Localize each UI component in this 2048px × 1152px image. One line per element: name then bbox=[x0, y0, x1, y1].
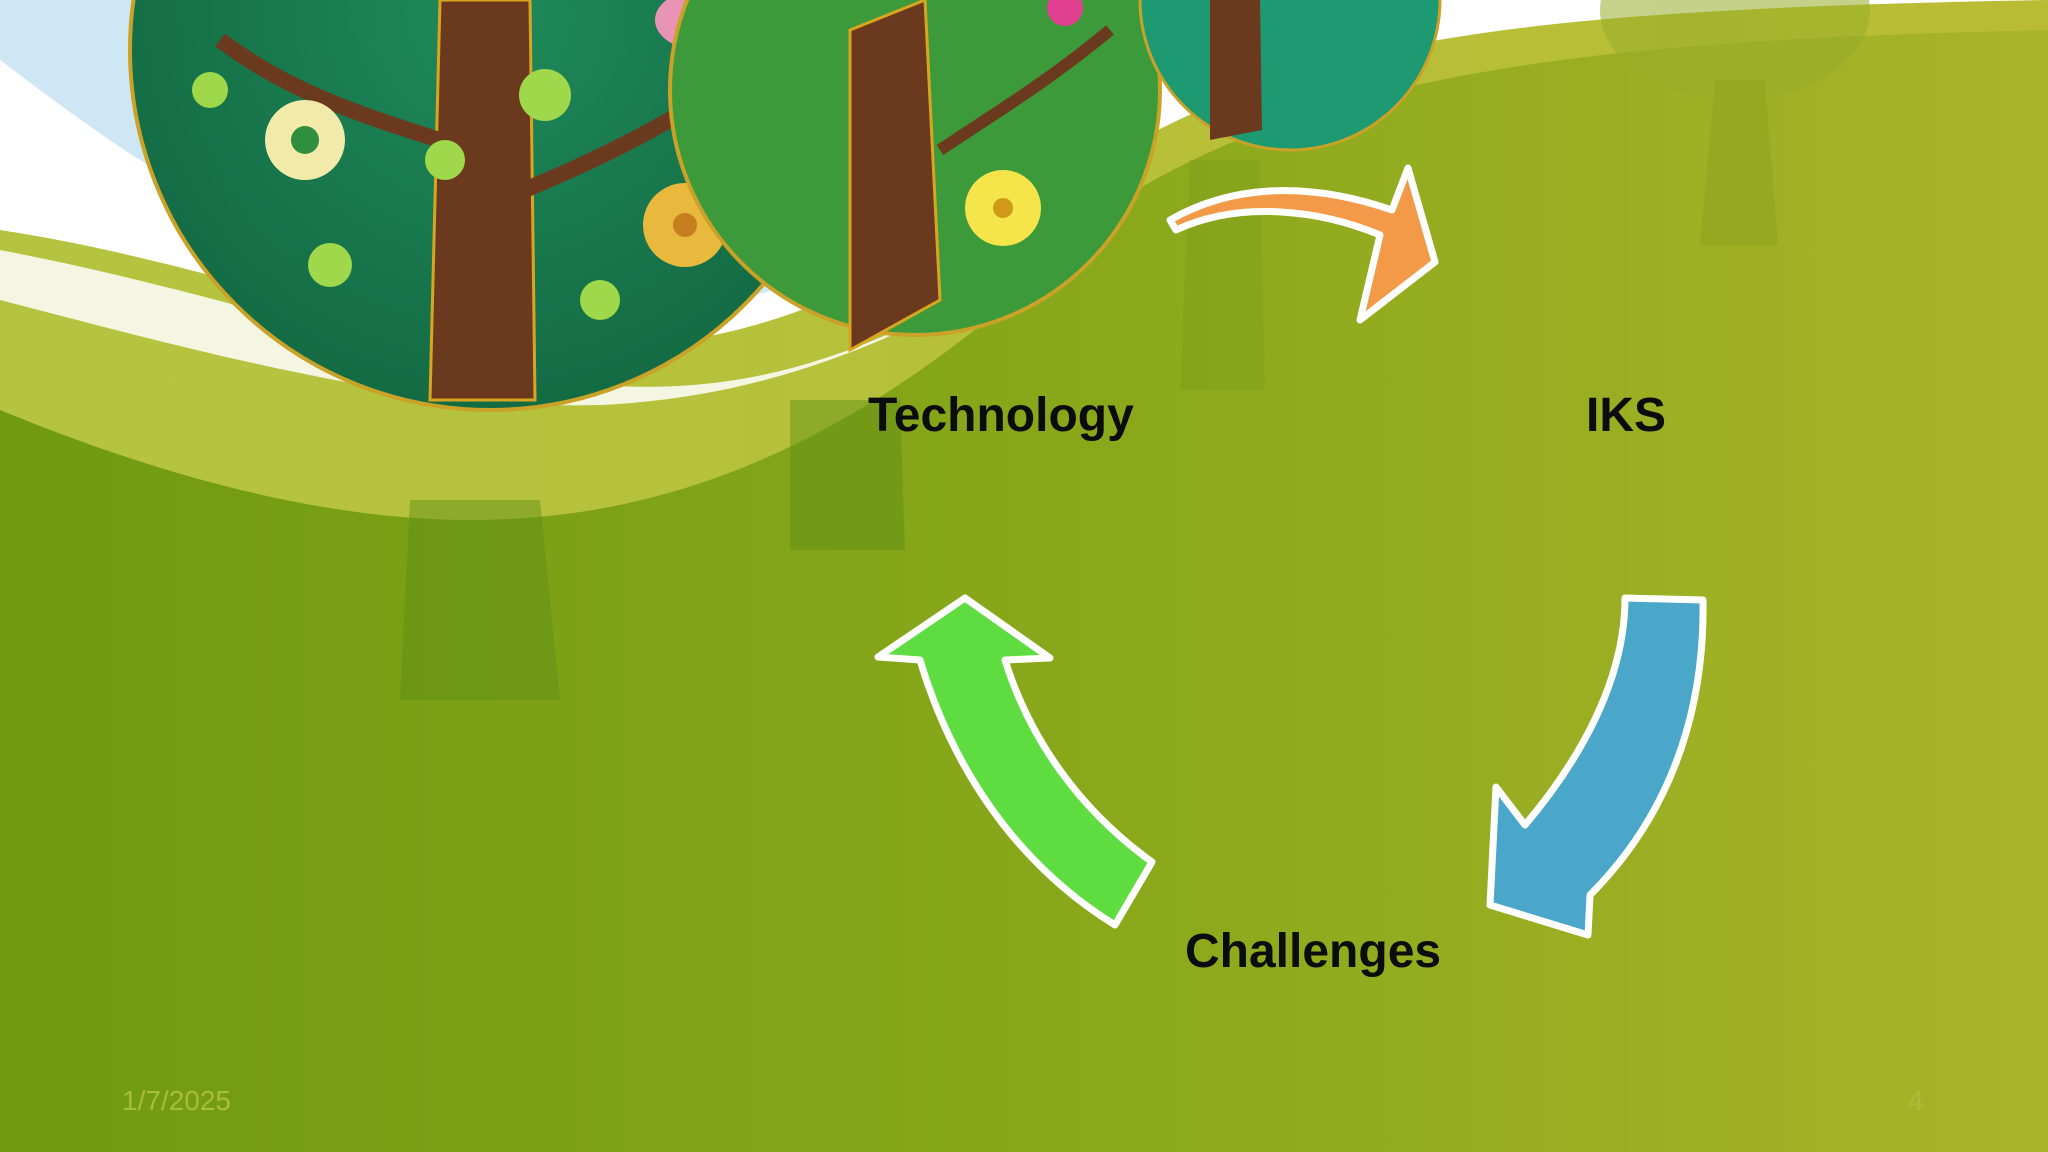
tree-far-right bbox=[1600, 0, 1870, 245]
cycle-label-technology: Technology bbox=[868, 389, 1134, 442]
tree-right-back bbox=[1138, 0, 1442, 390]
arrow-challenges-to-technology bbox=[874, 594, 1156, 929]
tree-left bbox=[128, 0, 852, 700]
footer-page-number: 4 bbox=[1908, 1085, 1924, 1116]
cycle-label-challenges: Challenges bbox=[1185, 925, 1442, 978]
arrow-technology-to-iks bbox=[1166, 164, 1439, 324]
cycle-label-iks: IKS bbox=[1586, 389, 1667, 442]
tree-middle bbox=[668, 0, 1162, 550]
white-swoosh bbox=[0, 185, 1150, 406]
footer-date: 1/7/2025 bbox=[122, 1085, 231, 1116]
arrow-iks-to-challenges bbox=[1486, 594, 1707, 939]
